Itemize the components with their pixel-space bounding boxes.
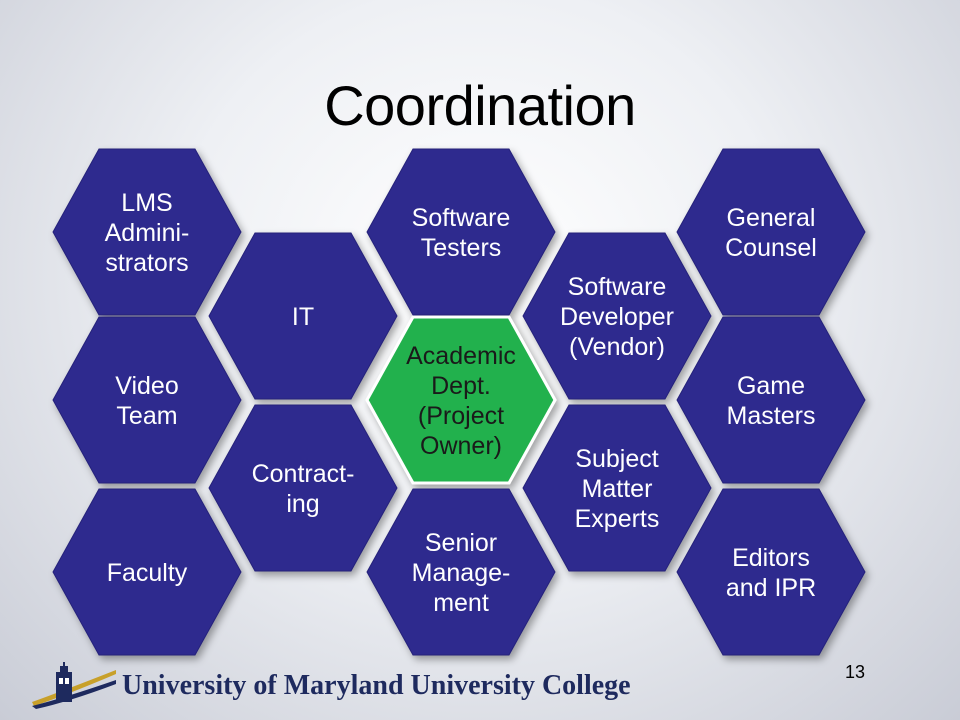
hexagon-label-line: IT [292,303,314,331]
hexagon-label-line: Faculty [107,559,188,587]
hexagon-shape [522,232,712,400]
hexagon-label-line: Testers [421,234,502,262]
hexagon-label-line: Software [412,204,511,232]
hexagon-label-line: Subject [575,445,658,473]
hexagon-label-line: Owner) [420,432,502,460]
hexagon-shape [208,404,398,572]
hexagon-label-line: Masters [727,402,816,430]
hexagon-label-line: Dept. [431,372,491,400]
hexagon-label-line: Editors [732,544,810,572]
hexagon-label-line: Software [568,273,667,301]
hexagon-label-line: Team [116,402,177,430]
hexagon-label-line: Senior [425,529,497,557]
hexagon-label-line: ment [433,589,489,617]
hexagon-label-line: and IPR [726,574,816,602]
hexagon-label-line: Matter [582,475,653,503]
hexagon-shape [366,148,556,316]
hexagon-label-line: Experts [575,505,660,533]
hexagon-shape [52,316,242,484]
hexagon-contracting: Contract-ing [208,404,398,572]
hexagon-shape [676,148,866,316]
hexagon-label-line: (Vendor) [569,333,665,361]
hexagon-faculty: Faculty [52,488,242,656]
hexagon-label-line: General [727,204,816,232]
hexagon-label-line: Developer [560,303,674,331]
hexagon-shape [52,488,242,656]
institution-name: University of Maryland University Colleg… [122,670,631,701]
hexagon-shape [522,404,712,572]
hexagon-shape [676,488,866,656]
hexagon-label-line: (Project [418,402,504,430]
slide-title: Coordination [324,74,636,137]
hexagon-label-line: Contract- [252,460,355,488]
hexagon-label-line: Academic [406,342,516,370]
hexagon-label-line: Counsel [725,234,817,262]
hexagon-label-line: strators [105,249,188,277]
hexagon-shape [676,316,866,484]
hexagon-label-line: Game [737,372,805,400]
umuc-logo-icon [32,662,116,709]
hexagon-shape [365,315,557,485]
hexagon-shape [52,148,242,316]
hexagon-shape [208,232,398,400]
hexagon-shape [366,488,556,656]
hexagon-label-line: ing [286,490,319,518]
page-number: 13 [844,662,866,682]
hexagon-label-line: LMS [121,189,172,217]
hexagon-label-line: Manage- [412,559,511,587]
hexagon-label-line: Video [115,372,179,400]
hexagon-label-line: Admini- [105,219,190,247]
hexagon-it: IT [208,232,398,400]
